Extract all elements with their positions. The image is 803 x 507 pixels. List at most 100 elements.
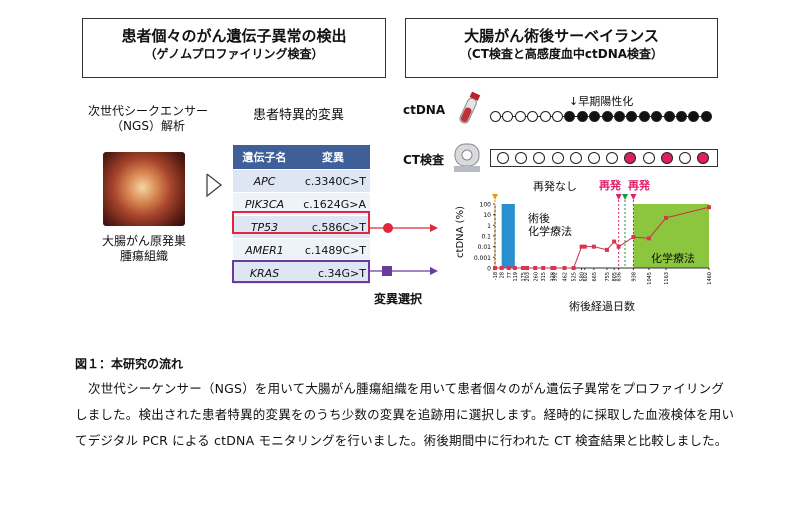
- ct-negative-marker: [497, 152, 509, 164]
- left-panel-title: 患者個々のがん遺伝子異常の検出: [121, 27, 347, 45]
- x-tick-label: 1045: [647, 272, 653, 285]
- ctdna-positive-marker: [651, 111, 663, 122]
- chevron-right-icon: [206, 173, 223, 198]
- ctdna-data-point: [707, 205, 711, 210]
- x-tick-label: 392: [552, 272, 558, 282]
- ctdna-positive-marker: [626, 111, 638, 122]
- tp53-highlight: [232, 211, 370, 234]
- x-tick-label: 462: [562, 272, 568, 282]
- ctdna-series-line: [495, 206, 710, 269]
- ctdna-data-point: [571, 266, 576, 270]
- ct-positive-marker: [624, 152, 637, 164]
- ctdna-negative-marker: [552, 111, 563, 122]
- ctdna-data-point: [499, 266, 504, 270]
- blood-tube-icon: [459, 91, 481, 124]
- ctdna-positive-marker: [601, 111, 613, 122]
- mutation-cell: c.1624G>A: [296, 192, 370, 216]
- ctdna-positive-marker: [614, 111, 625, 122]
- x-tick-label: 378: [550, 272, 556, 282]
- event-marker-icon: [492, 194, 498, 200]
- y-tick-label: 0: [487, 266, 491, 273]
- ctdna-positive-marker: [688, 111, 700, 122]
- chemotherapy-bar: [633, 204, 709, 268]
- figure-caption-body: 次世代シーケンサー（NGS）を用いて大腸がん腫瘍組織を用いて患者個々のがん遺伝子…: [75, 381, 735, 448]
- left-panel-header: 患者個々のがん遺伝子異常の検出 （ゲノムプロファイリング検査）: [82, 18, 386, 78]
- y-axis-label: ctDNA (%): [455, 206, 466, 258]
- ct-timeline: [490, 149, 718, 167]
- variant-select-label: 変異選択: [374, 292, 423, 306]
- ct-negative-marker: [515, 152, 528, 164]
- ngs-label: 次世代シークエンサー （NGS）解析: [87, 104, 208, 133]
- right-panel-title: 大腸がん術後サーベイランス: [464, 27, 659, 45]
- ctdna-data-point: [550, 266, 555, 270]
- y-tick-label: 0.01: [478, 244, 492, 251]
- variant-heading: 患者特異的変異: [253, 108, 345, 123]
- ctdna-positive-marker: [589, 111, 601, 122]
- ct-negative-marker: [569, 152, 582, 164]
- mutation-cell: c.34G>T: [296, 261, 370, 284]
- ctdna-data-point: [579, 244, 584, 249]
- ctdna-data-point: [582, 244, 587, 249]
- x-tick-label: 755: [605, 272, 611, 282]
- y-tick-label: 0.001: [474, 255, 491, 262]
- mutation-cell: c.3340C>T: [296, 169, 370, 193]
- ctdna-data-point: [616, 244, 621, 249]
- early-positive-label: ↓早期陽性化: [569, 95, 634, 108]
- recurrence-label-1: 再発: [599, 179, 621, 192]
- x-tick-label: 175: [521, 272, 527, 282]
- table-header-gene: 遺伝子名: [233, 145, 296, 170]
- tissue-label: 大腸がん原発巣 腫瘍組織: [101, 234, 186, 263]
- tp53-marker-icon: [383, 223, 393, 233]
- ctdna-data-point: [520, 266, 525, 270]
- ct-negative-marker: [679, 152, 691, 164]
- ct-negative-marker: [551, 152, 564, 164]
- mutation-cell: c.1489C>T: [296, 238, 370, 262]
- x-tick-label: 525: [572, 272, 578, 282]
- gene-cell: PIK3CA: [233, 192, 296, 216]
- ctdna-negative-marker: [539, 111, 551, 122]
- ctdna-negative-marker: [490, 111, 501, 122]
- ctdna-data-point: [646, 236, 651, 241]
- table-header-row: 遺伝子名 変異: [233, 145, 370, 170]
- ctdna-data-point: [562, 266, 567, 270]
- y-tick-label: 10: [483, 212, 491, 219]
- ct-positive-marker: [697, 152, 710, 164]
- adjuvant-label: 術後 化学療法: [528, 212, 572, 238]
- ct-label: CT検査: [403, 153, 444, 167]
- x-tick-label: 260: [533, 272, 539, 282]
- arrow-right-icon: [430, 267, 438, 275]
- x-tick-label: 1163: [664, 272, 670, 285]
- right-panel-header: 大腸がん術後サーベイランス （CT検査と高感度血中ctDNA検査）: [405, 18, 718, 78]
- ctdna-data-point: [533, 266, 538, 270]
- selection-arrows: [370, 223, 438, 276]
- ctdna-data-point: [604, 247, 609, 252]
- arrow-right-icon: [430, 224, 438, 232]
- x-tick-label: 77: [507, 272, 513, 278]
- x-tick-label: 836: [617, 272, 623, 282]
- y-tick-label: 0.1: [481, 234, 491, 241]
- ctdna-data-point: [524, 266, 529, 270]
- gene-cell: AMER1: [233, 238, 296, 262]
- ctdna-data-point: [612, 239, 617, 244]
- x-tick-label: 315: [541, 272, 547, 282]
- y-tick-label: 100: [480, 202, 492, 209]
- event-marker-icon: [615, 194, 622, 200]
- ctdna-data-point: [493, 266, 497, 270]
- ct-scanner-icon: [454, 143, 480, 172]
- ctdna-positive-marker: [676, 111, 687, 122]
- ctdna-positive-marker: [638, 111, 650, 122]
- ct-negative-marker: [533, 152, 546, 164]
- ctdna-data-point: [552, 266, 557, 270]
- x-tick-label: 938: [631, 272, 637, 282]
- ctdna-data-point: [541, 266, 546, 270]
- figure-caption-title: 図１：本研究の流れ: [75, 357, 184, 371]
- event-marker-icon: [630, 194, 637, 200]
- gene-cell: APC: [233, 169, 296, 193]
- ctdna-data-point: [591, 244, 596, 249]
- x-tick-label: 602: [583, 272, 589, 282]
- x-tick-label: 1460: [707, 272, 713, 285]
